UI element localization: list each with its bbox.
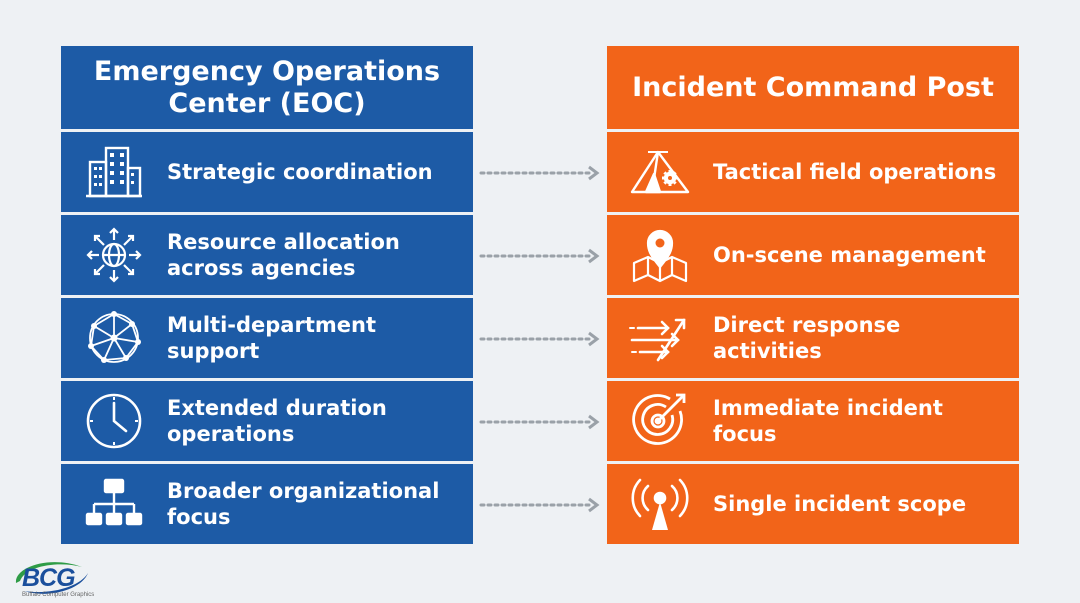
eoc-item-5-label: Broader organizational focus [167,478,440,529]
bcg-logo-text: BCG [22,564,76,592]
globe-arrows-icon [61,223,167,287]
icp-row-5: Single incident scope [607,464,1019,544]
connector-arrow [479,414,600,430]
org-chart-icon [61,472,167,536]
icp-row-3: Direct response activities [607,298,1019,378]
fast-arrows-icon [607,306,713,370]
eoc-item-4-label: Extended duration operations [167,395,387,446]
eoc-row-3: Multi-department support [61,298,473,378]
icp-item-4-label: Immediate incident focus [713,395,943,446]
icp-column: Incident Command Post [607,46,1019,544]
eoc-row-2: Resource allocation across agencies [61,215,473,295]
map-pin-icon [607,223,713,287]
icp-item-3-label: Direct response activities [713,312,901,363]
building-icon [61,140,167,204]
tent-gear-icon [607,140,713,204]
eoc-title: Emergency Operations Center (EOC) [93,55,441,119]
icp-item-2-label: On-scene management [713,242,986,267]
clock-icon [61,389,167,453]
icp-title: Incident Command Post [632,71,994,103]
connector-arrow [479,165,600,181]
eoc-row-1: Strategic coordination [61,132,473,212]
eoc-row-4: Extended duration operations [61,381,473,461]
eoc-item-2-label: Resource allocation across agencies [167,229,400,280]
eoc-item-1-label: Strategic coordination [167,159,433,184]
connector-arrow [479,497,600,513]
icp-header: Incident Command Post [607,46,1019,129]
network-globe-icon [61,306,167,370]
eoc-column: Emergency Operations Center (EOC) [61,46,473,544]
icp-row-4: Immediate incident focus [607,381,1019,461]
eoc-item-3-label: Multi-department support [167,312,376,363]
eoc-header: Emergency Operations Center (EOC) [61,46,473,129]
icp-item-5-label: Single incident scope [713,491,967,516]
bcg-logo-swoosh [15,562,88,594]
icp-row-1: Tactical field operations [607,132,1019,212]
eoc-row-5: Broader organizational focus [61,464,473,544]
icp-row-2: On-scene management [607,215,1019,295]
target-icon [607,389,713,453]
bcg-logo-subtext: Buffalo Computer Graphics [22,592,95,598]
broadcast-tower-icon [607,472,713,536]
connector-arrow [479,331,600,347]
icp-item-1-label: Tactical field operations [713,159,997,184]
connector-arrow [479,248,600,264]
